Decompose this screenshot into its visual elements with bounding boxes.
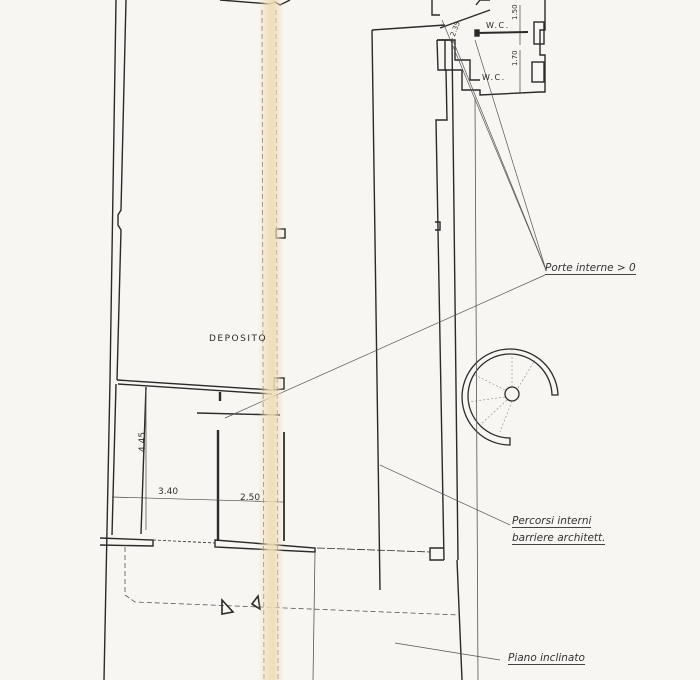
- corridor-wall-west: [371, 29, 381, 591]
- room-label-wc-upper: W.C.: [486, 21, 510, 30]
- left-outer-wall: [103, 0, 117, 680]
- room-label-deposito: DEPOSITO: [209, 334, 268, 344]
- inclined-plane-outline: [124, 9, 461, 680]
- spiral-staircase: [461, 348, 559, 446]
- dimension-width-right: 2.50: [240, 493, 261, 503]
- annotation-percorsi-line2: barriere architett.: [512, 532, 606, 545]
- storage-room-left-wall: [111, 383, 117, 536]
- bottom-wall: [99, 537, 154, 547]
- dimension-wc-lower: 1.70: [511, 50, 519, 66]
- room-label-wc-lower: W.C.: [482, 73, 506, 82]
- dimension-height: 4.45: [138, 431, 148, 452]
- section-marker-left: [221, 597, 235, 615]
- top-wall: [219, 0, 291, 6]
- dimension-wc-upper: 1.50: [511, 4, 519, 20]
- annotation-porte-interne: Porte interne > 0: [545, 262, 636, 275]
- dimension-width-left: 3.40: [158, 487, 179, 497]
- annotation-piano-inclinato: Piano inclinato: [508, 652, 585, 665]
- wc-block: [431, 0, 440, 16]
- column: [275, 228, 286, 239]
- annotation-percorsi-line1: Percorsi interni: [512, 515, 592, 528]
- deposito-partition-wall: [116, 377, 285, 391]
